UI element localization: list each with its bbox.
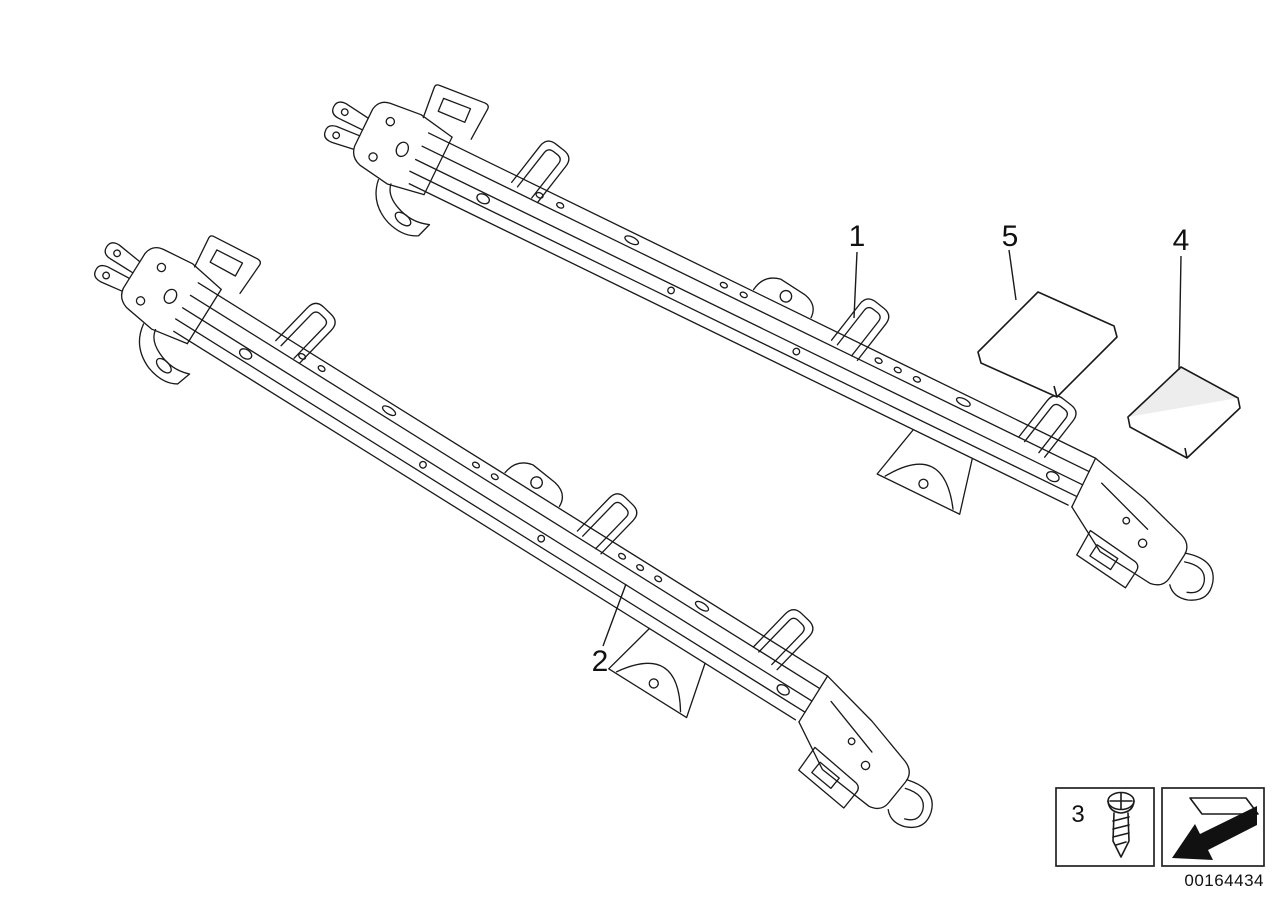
phillips-screw-icon xyxy=(1107,791,1135,858)
callout-1[interactable]: 1 xyxy=(849,220,866,253)
front-direction-arrow-icon xyxy=(1172,797,1259,860)
screw-legend-box: 3 xyxy=(1055,787,1155,867)
callout-2[interactable]: 2 xyxy=(592,645,609,678)
callout-3[interactable]: 3 xyxy=(1071,801,1084,828)
callout-leader-lines xyxy=(602,249,1182,647)
direction-legend-box xyxy=(1161,787,1265,867)
callout-4[interactable]: 4 xyxy=(1173,224,1190,257)
pad-part-5 xyxy=(977,291,1118,398)
pad-part-4 xyxy=(1127,366,1241,459)
image-number: 00164434 xyxy=(1184,871,1264,890)
callout-5[interactable]: 5 xyxy=(1002,220,1019,253)
seat-rail-assembly-lower xyxy=(58,188,991,855)
